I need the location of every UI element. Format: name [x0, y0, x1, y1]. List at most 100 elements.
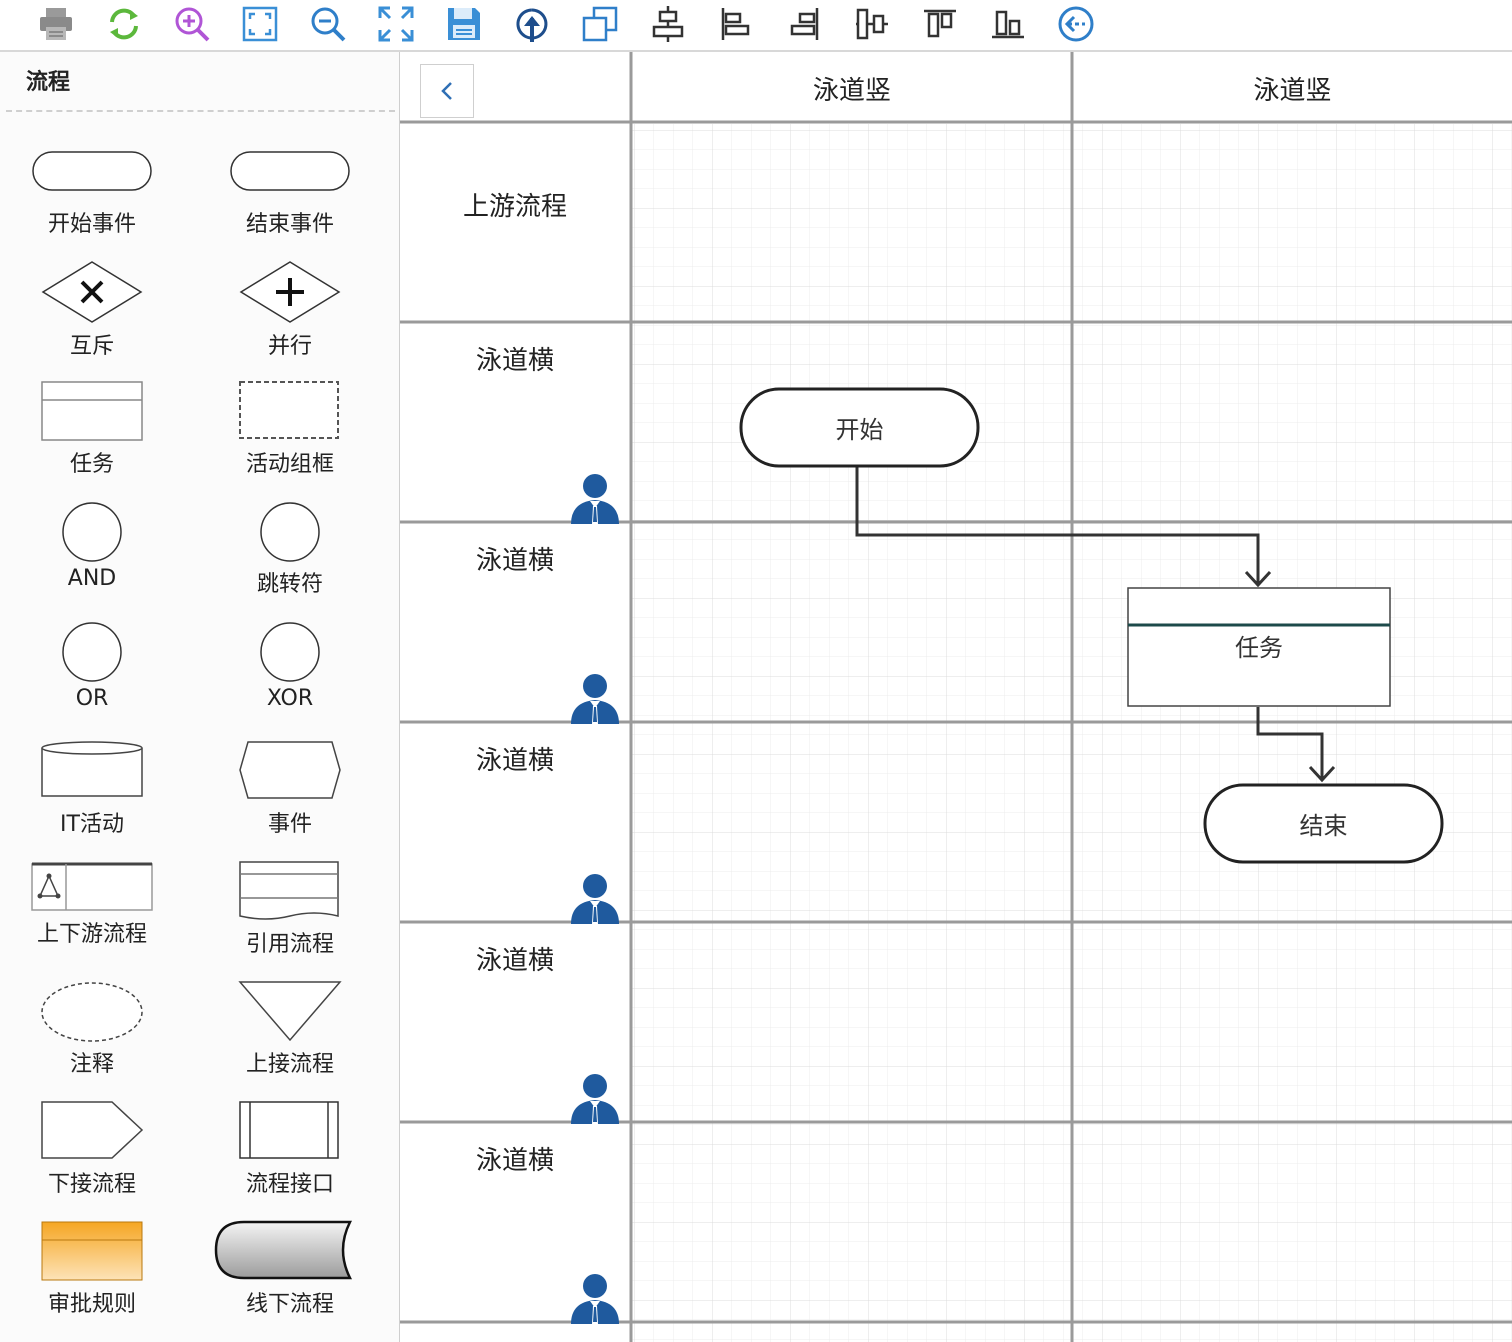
- shape-downstream-process[interactable]: 下接流程: [12, 1100, 172, 1210]
- circle-icon: [260, 622, 320, 682]
- horizontal-lane-label[interactable]: 泳道横: [475, 946, 554, 976]
- align-left-button[interactable]: [716, 4, 756, 44]
- cylinder-icon: [41, 741, 143, 797]
- horizontal-lane-label[interactable]: 泳道横: [475, 746, 554, 776]
- end-node[interactable]: [1203, 783, 1444, 864]
- align-middle-vertical-button[interactable]: [852, 4, 892, 44]
- zoom-in-icon: [175, 7, 210, 42]
- shape-label: XOR: [266, 686, 314, 711]
- shape-upstream-downstream[interactable]: 上下游流程: [12, 860, 172, 970]
- person-icon: [571, 874, 619, 924]
- refresh-button[interactable]: [104, 4, 144, 44]
- rounded-rect-icon: [32, 151, 152, 191]
- align-bottom-button[interactable]: [988, 4, 1028, 44]
- shape-or[interactable]: OR: [12, 620, 172, 730]
- end-node-label: 结束: [1299, 812, 1348, 840]
- print-icon: [40, 8, 72, 40]
- shape-it-activity[interactable]: IT活动: [12, 740, 172, 850]
- shape-and[interactable]: AND: [12, 500, 172, 610]
- shape-exclusive-gateway[interactable]: 互斥: [12, 260, 172, 370]
- align-center-horizontal-button[interactable]: [648, 4, 688, 44]
- vertical-lane-header[interactable]: 泳道竖: [812, 76, 891, 106]
- fullscreen-button[interactable]: [376, 4, 416, 44]
- horizontal-lane-label[interactable]: 泳道横: [475, 1146, 554, 1176]
- interface-rect-icon: [239, 1101, 339, 1159]
- upstream-process-lane-label[interactable]: 上游流程: [462, 192, 567, 222]
- align-bottom-icon: [992, 10, 1024, 39]
- shape-process-interface[interactable]: 流程接口: [210, 1100, 370, 1210]
- align-right-icon: [790, 8, 819, 40]
- person-icon: [571, 474, 619, 524]
- shape-label: OR: [75, 686, 109, 711]
- pentagon-arrow-icon: [41, 1101, 144, 1159]
- shape-xor[interactable]: XOR: [210, 620, 370, 730]
- back-circle-icon: [1058, 6, 1094, 42]
- shape-label: 下接流程: [47, 1172, 136, 1197]
- shape-label: 活动组框: [245, 452, 334, 477]
- dashed-ellipse-icon: [41, 982, 143, 1042]
- shape-annotation[interactable]: 注释: [12, 980, 172, 1090]
- align-top-button[interactable]: [920, 4, 960, 44]
- fit-page-icon: [242, 6, 278, 42]
- shape-end-event[interactable]: 结束事件: [210, 144, 370, 254]
- horizontal-lane-label[interactable]: 泳道横: [475, 346, 554, 376]
- refresh-icon: [110, 8, 138, 40]
- horizontal-lane-label[interactable]: 泳道横: [475, 546, 554, 576]
- shape-label: AND: [67, 566, 117, 591]
- align-center-horizontal-icon: [652, 6, 684, 42]
- zoom-out-button[interactable]: [308, 4, 348, 44]
- upload-button[interactable]: [512, 4, 552, 44]
- down-triangle-icon: [238, 981, 342, 1042]
- print-button[interactable]: [36, 4, 76, 44]
- shape-label: 事件: [267, 812, 312, 837]
- shape-upstream-process[interactable]: 上接流程: [210, 980, 370, 1090]
- shape-offline-process[interactable]: 线下流程: [210, 1220, 370, 1330]
- dashed-rect-icon: [239, 381, 339, 439]
- duplicate-icon: [582, 6, 618, 42]
- person-icon: [571, 1074, 619, 1124]
- process-link-icon: [31, 862, 153, 911]
- shape-label: 注释: [69, 1052, 114, 1077]
- shape-label: 引用流程: [245, 932, 334, 957]
- rounded-rect-icon: [230, 151, 350, 191]
- shape-label: 上接流程: [245, 1052, 334, 1077]
- circle-icon: [62, 502, 122, 562]
- shape-jump[interactable]: 跳转符: [210, 500, 370, 610]
- shape-label: 审批规则: [47, 1292, 136, 1317]
- shape-referenced-process[interactable]: 引用流程: [210, 860, 370, 970]
- align-left-icon: [721, 8, 750, 40]
- align-middle-vertical-icon: [856, 8, 888, 40]
- gray-cylinder-icon: [214, 1220, 353, 1280]
- shape-label: 并行: [267, 334, 312, 359]
- reference-doc-icon: [239, 861, 339, 920]
- shape-activity-group[interactable]: 活动组框: [210, 380, 370, 490]
- palette-title: 流程: [26, 70, 71, 95]
- shape-start-event[interactable]: 开始事件: [12, 144, 172, 254]
- circle-icon: [62, 622, 122, 682]
- zoom-in-button[interactable]: [172, 4, 212, 44]
- shape-event[interactable]: 事件: [210, 740, 370, 850]
- save-button[interactable]: [444, 4, 484, 44]
- task-node[interactable]: [1127, 587, 1391, 707]
- fit-page-button[interactable]: [240, 4, 280, 44]
- collapse-button[interactable]: [420, 64, 474, 118]
- fullscreen-icon: [378, 6, 414, 42]
- shape-label: 上下游流程: [36, 922, 147, 947]
- back-button[interactable]: [1056, 4, 1096, 44]
- align-right-button[interactable]: [784, 4, 824, 44]
- duplicate-button[interactable]: [580, 4, 620, 44]
- diagram-canvas[interactable]: 泳道竖 泳道竖 上游流程 泳道横 泳道横 泳道横 泳道横 泳道横 开始 任务 结…: [400, 52, 1512, 1342]
- person-icon: [571, 1274, 619, 1324]
- orange-rect-icon: [41, 1221, 143, 1281]
- vertical-lane-header[interactable]: 泳道竖: [1253, 76, 1332, 106]
- shape-parallel-gateway[interactable]: 并行: [210, 260, 370, 370]
- diamond-x-icon: [41, 261, 143, 323]
- swimlane-diagram: [400, 52, 1512, 1342]
- shape-label: 流程接口: [245, 1172, 334, 1197]
- start-node[interactable]: [739, 387, 980, 468]
- shape-approval-rule[interactable]: 审批规则: [12, 1220, 172, 1330]
- shape-task[interactable]: 任务: [12, 380, 172, 490]
- shape-label: IT活动: [60, 812, 124, 837]
- shape-label: 互斥: [69, 334, 114, 359]
- diamond-plus-icon: [239, 261, 341, 323]
